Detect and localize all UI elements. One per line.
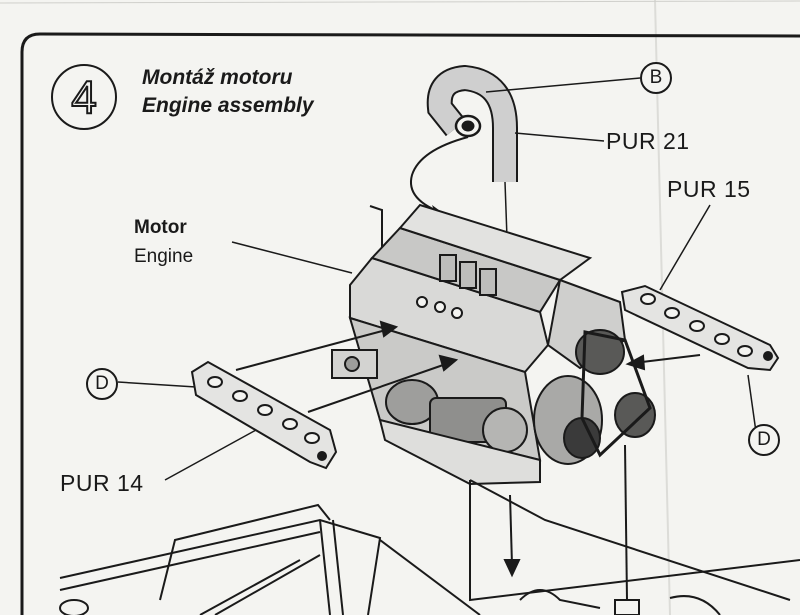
right-manifold-part	[620, 284, 780, 372]
instruction-frame	[20, 32, 800, 615]
left-manifold-part	[190, 360, 338, 470]
chassis-frame	[59, 444, 800, 615]
step-title-english: Engine assembly	[142, 94, 314, 117]
engine-label-english: Engine	[134, 246, 194, 267]
part-label-pur21: PUR 21	[606, 128, 690, 154]
part-label-pur14: PUR 14	[60, 470, 144, 496]
step-title-czech: Montáž motoru	[142, 66, 293, 89]
callout-d-right: D	[748, 424, 780, 456]
engine-part	[331, 203, 656, 486]
hose-routing-line	[409, 136, 469, 215]
step-number-badge: 4	[51, 64, 117, 130]
assembly-arrows	[235, 320, 701, 413]
callout-b: B	[640, 62, 672, 94]
engine-label-czech: Motor	[134, 217, 187, 238]
callout-d-left: D	[86, 368, 118, 400]
part-label-pur15: PUR 15	[667, 176, 751, 202]
hose-part	[426, 64, 518, 182]
